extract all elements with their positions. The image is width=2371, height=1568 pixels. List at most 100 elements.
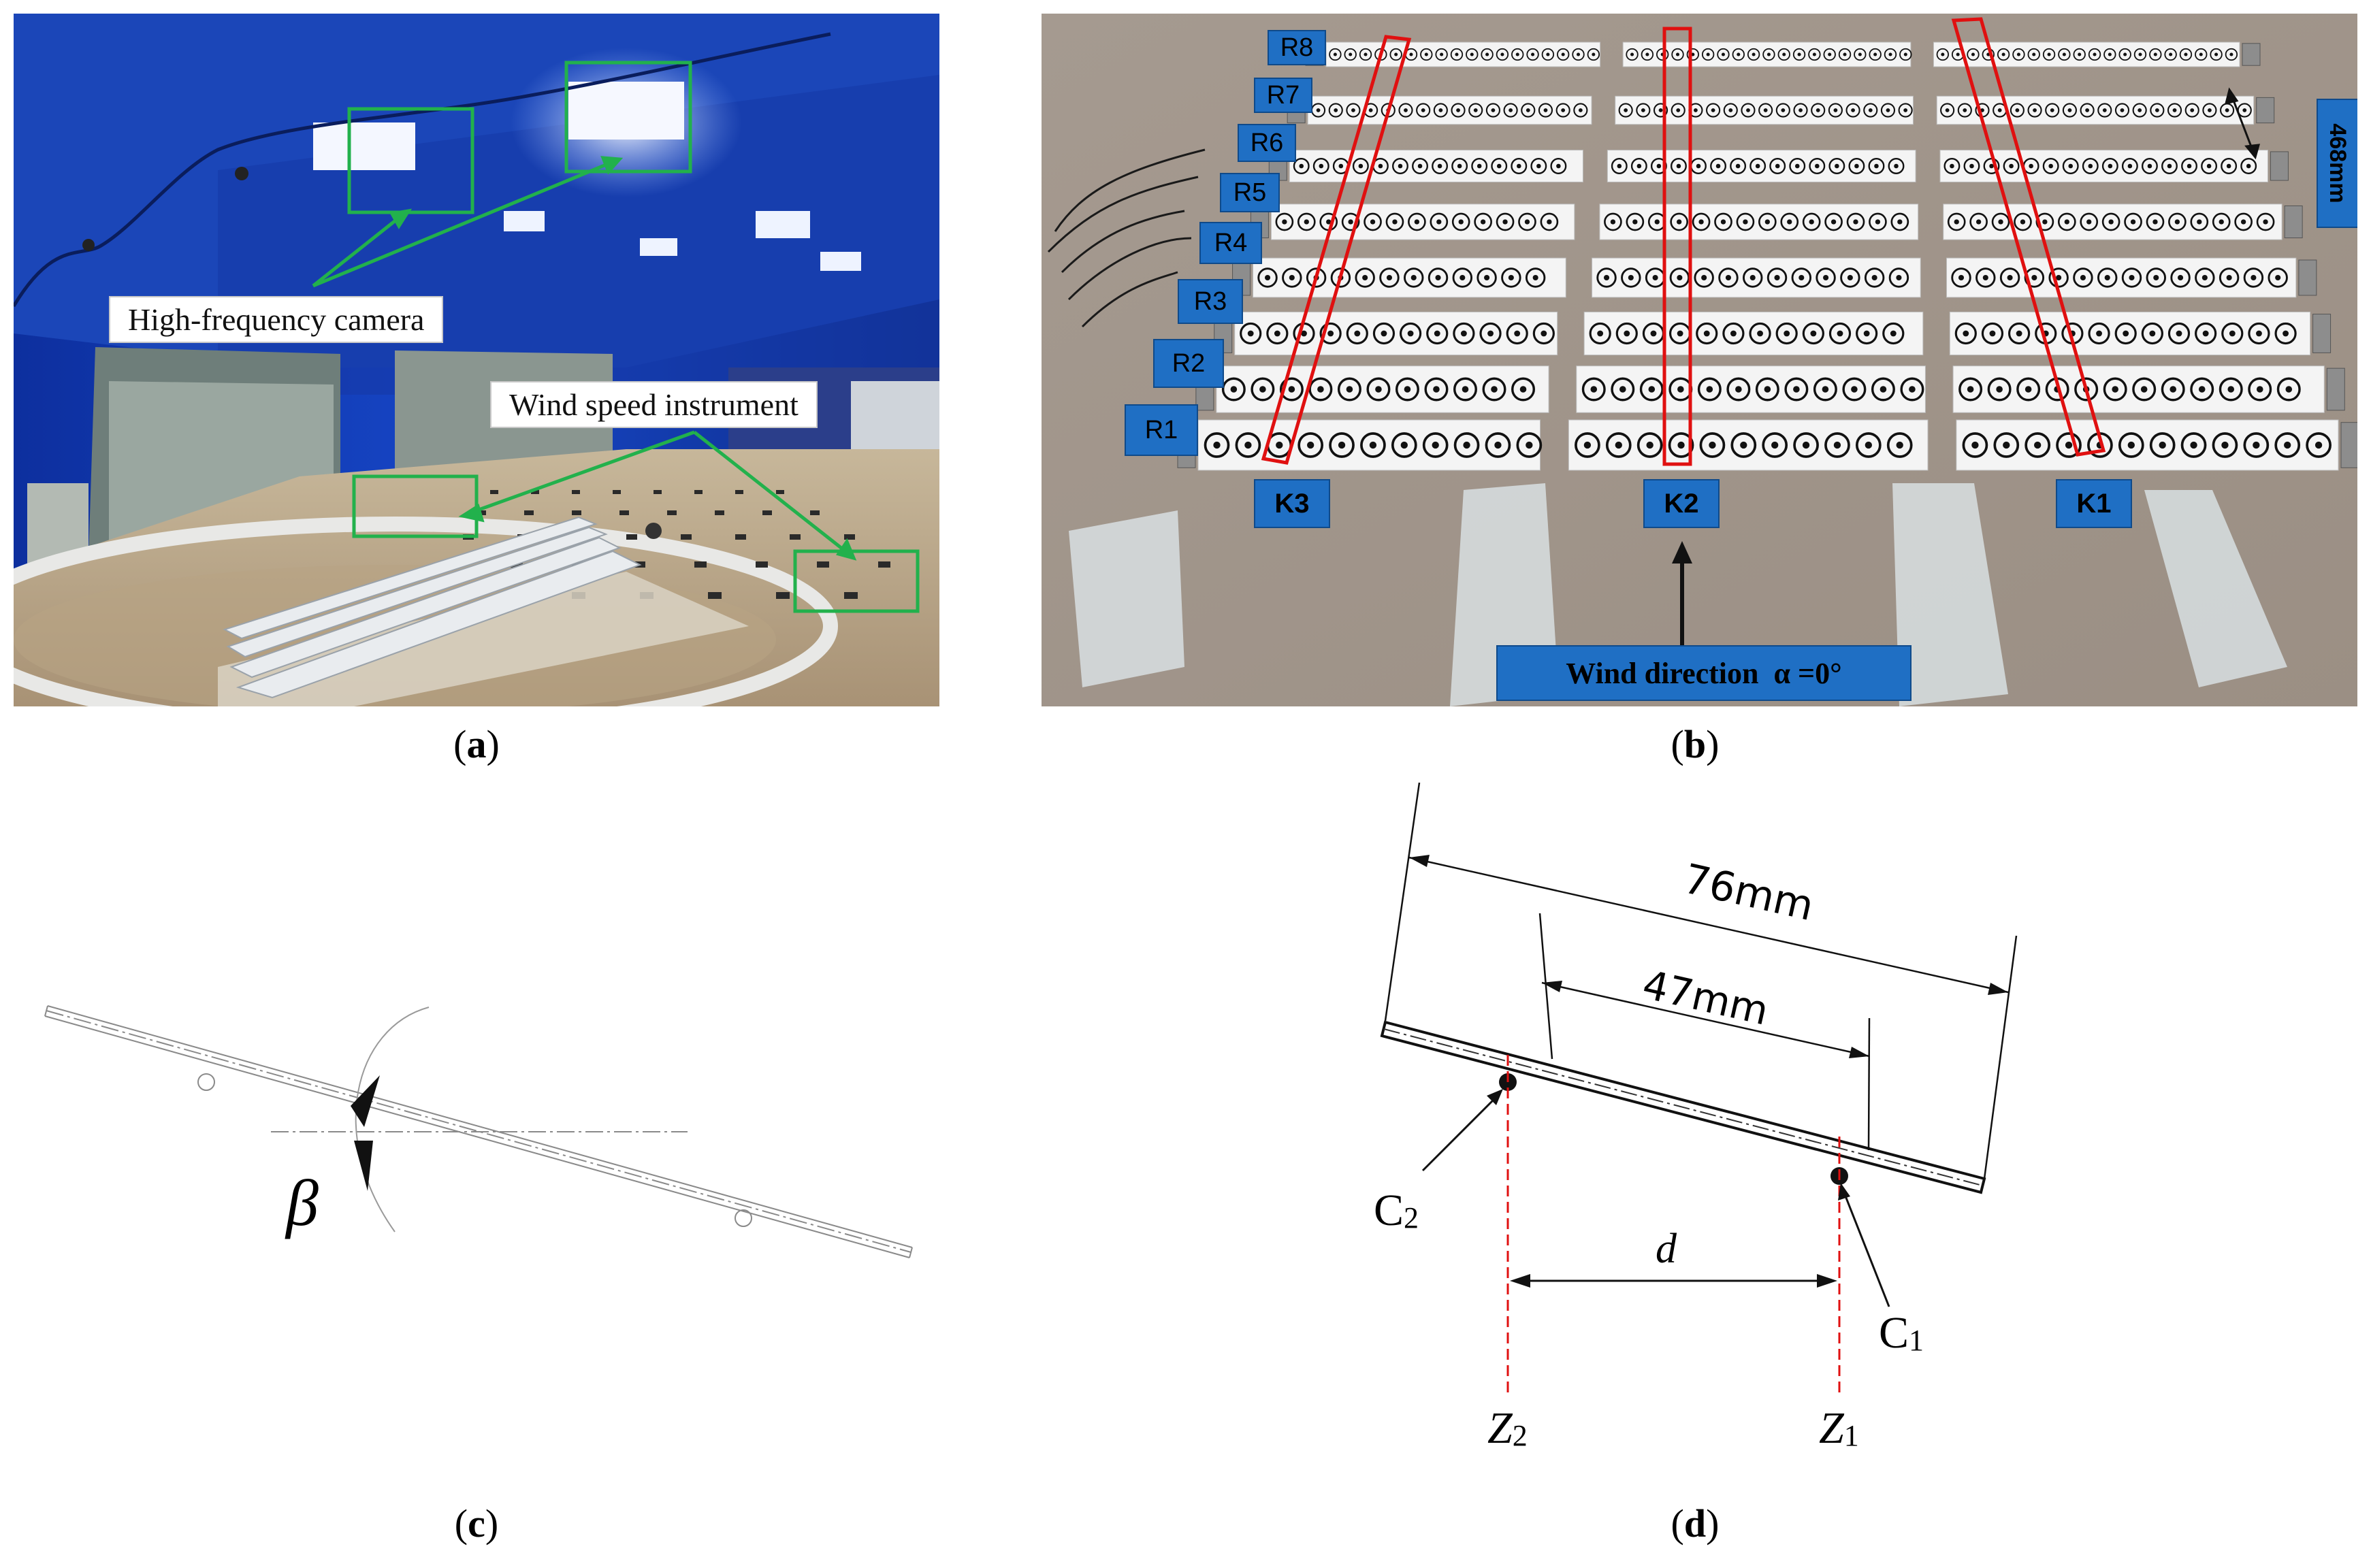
target-marker-dot (1941, 52, 1945, 56)
target-marker-dot (2227, 386, 2235, 393)
target-marker (2080, 212, 2099, 231)
target-marker-dot (2108, 219, 2114, 225)
target-marker-dot (1725, 274, 1731, 281)
target-marker (1433, 103, 1448, 118)
target-marker (2114, 103, 2130, 118)
target-marker-dot (2199, 52, 2203, 56)
target-marker-dot (1624, 108, 1628, 112)
target-marker-dot (1230, 386, 1238, 393)
target-marker-dot (1494, 441, 1502, 449)
target-marker (1482, 377, 1506, 402)
target-marker (1717, 48, 1730, 61)
target-marker-dot (1896, 441, 1903, 449)
target-marker (1670, 158, 1687, 174)
target-marker (1864, 267, 1885, 288)
target-marker (1747, 48, 1760, 61)
target-marker-dot (1810, 330, 1817, 337)
target-marker-dot (2225, 108, 2229, 112)
target-marker (2164, 48, 2177, 61)
target-marker (1816, 267, 1836, 288)
target-marker (2219, 377, 2243, 402)
target-marker-dot (1349, 52, 1353, 56)
target-marker (2058, 48, 2071, 61)
target-marker-dot (2149, 330, 2156, 337)
highlight-k2 (1662, 27, 1692, 466)
pv-row (1195, 365, 2345, 413)
target-marker (2101, 212, 2120, 231)
target-marker (2035, 212, 2054, 231)
target-marker-dot (2127, 163, 2133, 169)
highlight-k1 (1951, 17, 2106, 457)
target-marker-dot (1781, 108, 1786, 112)
target-marker (2141, 322, 2163, 345)
target-marker-dot (1721, 52, 1725, 56)
target-marker-dot (2251, 274, 2257, 281)
target-marker-dot (1610, 219, 1616, 225)
target-marker (1888, 267, 1909, 288)
target-marker (2097, 267, 2118, 288)
target-marker (1954, 322, 1977, 345)
target-marker-dot (1737, 52, 1741, 56)
support-pin-2 (735, 1209, 752, 1227)
target-marker-dot (2153, 52, 2157, 56)
target-marker-dot (1460, 330, 1467, 337)
target-marker (1741, 103, 1756, 118)
target-marker-dot (1317, 386, 1324, 393)
angle-arrow-bottom (354, 1141, 373, 1191)
target-marker-dot (2159, 441, 2166, 449)
target-marker-dot (2042, 219, 2048, 225)
row-label-r7: R7 (1254, 78, 1312, 113)
target-marker-dot (1975, 219, 1982, 225)
target-marker (1451, 103, 1466, 118)
target-marker (2056, 432, 2082, 458)
target-marker-dot (1677, 330, 1683, 337)
target-marker (2073, 267, 2093, 288)
target-marker (2243, 267, 2264, 288)
pv-module (1216, 365, 1549, 413)
target-marker-dot (1556, 163, 1561, 169)
target-marker (2118, 48, 2131, 61)
target-marker-dot (1338, 441, 1346, 449)
target-marker-dot (2129, 274, 2135, 281)
target-marker-dot (1799, 108, 1803, 112)
target-marker-dot (1496, 163, 1502, 169)
target-marker-dot (1392, 219, 1398, 225)
target-marker (2062, 158, 2079, 174)
target-marker-dot (2229, 330, 2236, 337)
target-marker-dot (1694, 108, 1698, 112)
target-marker (1279, 377, 1304, 402)
target-marker-dot (1247, 330, 1254, 337)
target-marker-dot (1400, 441, 1408, 449)
target-marker-dot (1828, 52, 1832, 56)
target-marker-dot (2246, 163, 2251, 169)
target-marker-dot (1459, 274, 1466, 281)
target-marker (1257, 267, 1278, 288)
target-marker-dot (1274, 330, 1280, 337)
target-marker-dot (1763, 108, 1768, 112)
target-marker-dot (2078, 52, 2082, 56)
target-marker (1780, 212, 1799, 231)
target-marker (1453, 322, 1475, 345)
row-label-r8: R8 (1268, 30, 1326, 65)
target-marker (1491, 158, 1508, 174)
target-marker (1589, 322, 1611, 345)
target-marker (1668, 432, 1694, 458)
target-marker-dot (2155, 108, 2159, 112)
target-marker-dot (1477, 163, 1482, 169)
target-marker (2103, 377, 2127, 402)
target-marker (1420, 48, 1433, 61)
target-marker (1530, 158, 1547, 174)
target-marker (1346, 103, 1361, 118)
target-marker-dot (2152, 219, 2158, 225)
target-marker (1997, 48, 2010, 61)
target-marker (1743, 267, 1763, 288)
target-marker-dot (1386, 274, 1392, 281)
target-marker-dot (1632, 219, 1638, 225)
target-marker-dot (1546, 52, 1550, 56)
target-marker (1526, 48, 1539, 61)
target-marker (2146, 267, 2166, 288)
target-marker-dot (2056, 274, 2062, 281)
target-marker (2274, 432, 2301, 458)
target-marker-dot (2197, 219, 2202, 225)
target-marker (1391, 432, 1417, 458)
